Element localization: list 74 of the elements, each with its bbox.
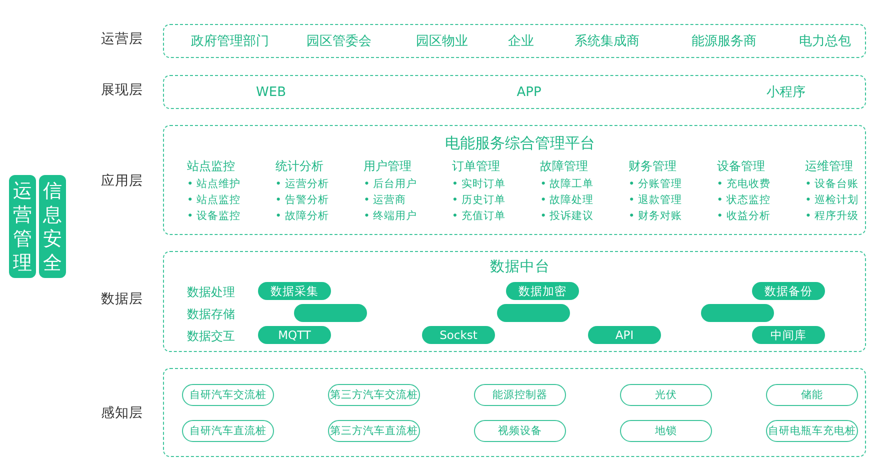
data-tag: 数据加密	[506, 282, 579, 300]
module-item: • 故障工单	[540, 177, 594, 192]
stakeholder-label: 企业	[508, 33, 534, 50]
module-item: • 实时订单	[452, 177, 506, 192]
blank-tag	[294, 304, 367, 322]
module-item: • 告警分析	[275, 193, 329, 208]
blank-tag	[497, 304, 570, 322]
module-item: • 巡检计划	[805, 193, 859, 208]
module-heading: 统计分析	[275, 158, 324, 174]
module-item: • 程序升级	[805, 209, 859, 224]
module-item: • 运营分析	[275, 177, 329, 192]
data-tag: 数据备份	[752, 282, 825, 300]
module-item: • 设备监控	[187, 209, 241, 224]
module-item: • 分账管理	[628, 177, 682, 192]
module-heading: 财务管理	[628, 158, 676, 174]
module-item: • 故障处理	[540, 193, 594, 208]
data-tag: 数据采集	[258, 282, 331, 300]
stakeholder-label: 能源服务商	[692, 33, 756, 50]
module-item: • 投诉建议	[540, 209, 594, 224]
module-item: • 设备台账	[805, 177, 859, 192]
device-tag: 第三方汽车交流桩	[328, 384, 420, 406]
module-item: • 故障分析	[275, 209, 329, 224]
stakeholder-label: 园区管委会	[306, 33, 372, 50]
device-tag: 储能	[766, 384, 858, 406]
module-item: • 退款管理	[628, 193, 682, 208]
row-label: 数据存储	[187, 306, 235, 322]
module-item: • 站点监控	[187, 193, 241, 208]
data-tag: MQTT	[258, 326, 331, 344]
module-item: • 财务对账	[628, 209, 682, 224]
device-tag: 自研汽车直流桩	[182, 420, 274, 442]
layer-label: 运营层	[101, 31, 143, 48]
vertical-tag: 信息安全	[39, 175, 66, 278]
device-tag: 光伏	[620, 384, 712, 406]
module-item: • 充电收费	[716, 177, 770, 192]
platform-title: 电能服务综合管理平台	[445, 134, 595, 153]
channel-label: 小程序	[766, 84, 806, 101]
module-item: • 后台用户	[364, 177, 418, 192]
layer-label: 展现层	[101, 82, 143, 100]
module-heading: 用户管理	[364, 158, 412, 174]
channel-label: APP	[516, 84, 542, 101]
device-tag: 自研电瓶车充电桩	[766, 420, 858, 442]
stakeholder-label: 政府管理部门	[191, 33, 269, 50]
vertical-tag: 运营管理	[9, 175, 36, 278]
module-item: • 状态监控	[716, 193, 770, 208]
row-label: 数据处理	[187, 284, 235, 300]
device-tag: 自研汽车交流桩	[182, 384, 274, 406]
data-tag: API	[588, 326, 661, 344]
device-tag: 第三方汽车直流桩	[328, 420, 420, 442]
device-tag: 视频设备	[474, 420, 566, 442]
module-item: • 运营商	[364, 193, 406, 208]
device-tag: 能源控制器	[474, 384, 566, 406]
module-item: • 历史订单	[452, 193, 506, 208]
row-label: 数据交互	[187, 328, 235, 344]
layer-label: 感知层	[101, 405, 143, 422]
layer-label: 数据层	[101, 291, 143, 308]
module-heading: 站点监控	[187, 158, 235, 174]
module-item: • 站点维护	[187, 177, 241, 192]
layer-label: 应用层	[101, 173, 143, 190]
module-heading: 设备管理	[716, 158, 765, 174]
channel-label: WEB	[256, 84, 286, 101]
module-heading: 订单管理	[452, 158, 500, 174]
module-item: • 收益分析	[716, 209, 770, 224]
module-heading: 运维管理	[805, 158, 854, 174]
module-item: • 充值订单	[452, 209, 506, 224]
module-heading: 故障管理	[540, 158, 588, 174]
data-tag: Sockst	[422, 326, 495, 344]
stakeholder-label: 电力总包	[799, 33, 851, 50]
blank-tag	[701, 304, 774, 322]
stakeholder-label: 园区物业	[416, 33, 468, 50]
data-tag: 中间库	[752, 326, 825, 344]
module-item: • 终端用户	[364, 209, 418, 224]
section-title: 数据中台	[490, 258, 550, 276]
device-tag: 地锁	[620, 420, 712, 442]
stakeholder-label: 系统集成商	[574, 33, 640, 50]
